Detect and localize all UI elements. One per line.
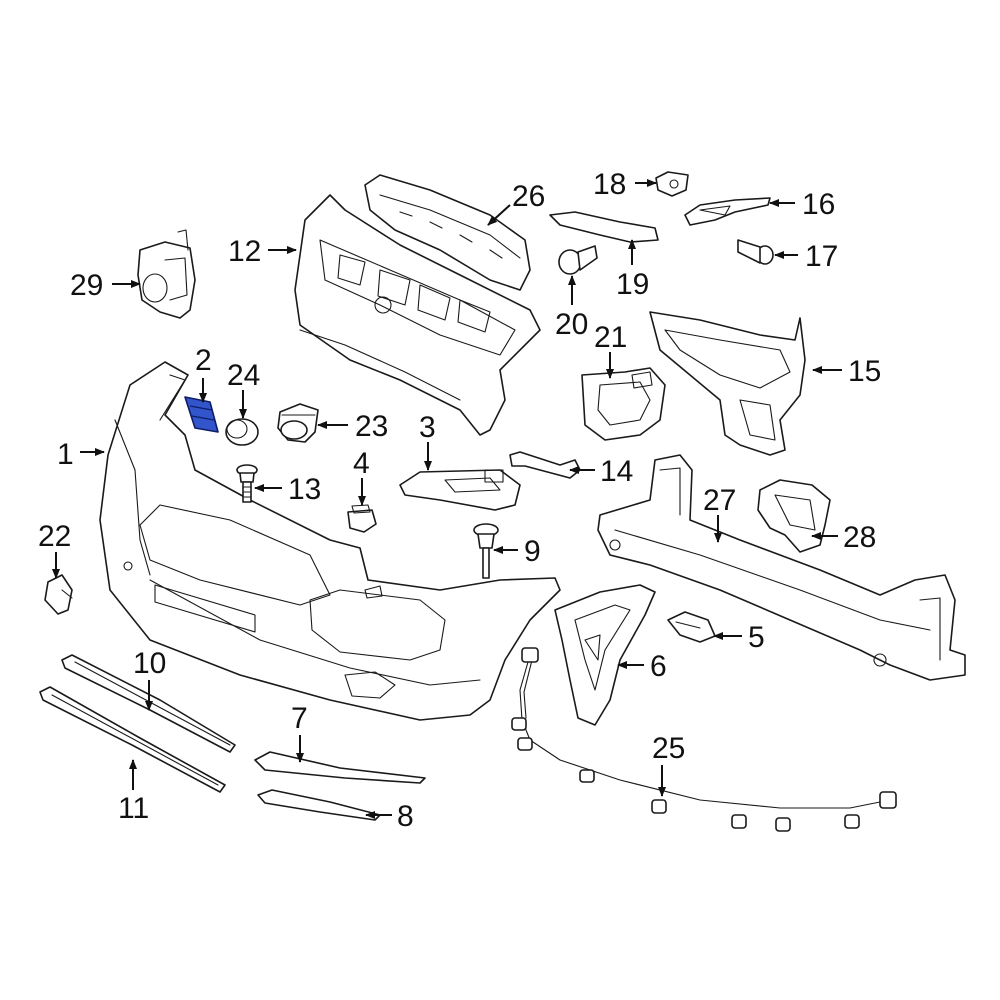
impact-bar-part[interactable] [597,454,966,681]
callout-7[interactable]: 7 [291,702,308,735]
grille-strip-lower-part[interactable] [39,686,226,793]
callout-24[interactable]: 24 [227,359,260,392]
callout-4[interactable]: 4 [353,447,370,480]
callout-5[interactable]: 5 [748,621,765,654]
callout-16[interactable]: 16 [802,188,835,221]
nut-clip-part[interactable] [655,171,689,197]
callout-25[interactable]: 25 [652,732,685,765]
callout-8[interactable]: 8 [397,800,414,833]
grille-frame-part[interactable] [294,194,541,436]
callout-11[interactable]: 11 [118,792,149,825]
callout-3[interactable]: 3 [419,411,436,444]
leader-26 [487,204,511,226]
clip-part[interactable] [347,504,377,533]
callout-20[interactable]: 20 [555,308,588,341]
air-guide-part[interactable] [581,367,666,441]
sensor-cap-part[interactable] [225,418,259,446]
bolt-part[interactable] [236,464,258,503]
callout-15[interactable]: 15 [848,355,881,388]
callout-26[interactable]: 26 [512,180,545,213]
side-bracket-part[interactable] [554,584,656,726]
trim-strip-upper-part[interactable] [254,751,426,784]
callout-9[interactable]: 9 [524,535,541,568]
callout-28[interactable]: 28 [843,521,876,554]
callout-27[interactable]: 27 [703,484,736,517]
callout-14[interactable]: 14 [600,455,633,488]
callout-22[interactable]: 22 [38,520,71,553]
callout-13[interactable]: 13 [288,473,321,506]
callout-19[interactable]: 19 [616,268,649,301]
mount-bracket-part[interactable] [399,469,521,511]
reinforcement-strip-part[interactable] [509,451,581,479]
tow-hook-cover-part[interactable] [667,611,716,643]
callout-23[interactable]: 23 [355,410,388,443]
upper-reinforcement-part[interactable] [364,174,531,291]
support-bracket-part[interactable] [549,211,659,243]
parking-sensor-part[interactable] [277,403,319,443]
license-bracket-highlighted-part[interactable] [184,396,219,433]
sensor-housing-part[interactable] [137,229,196,319]
wiring-harness-part[interactable] [511,647,897,832]
upper-bracket-part[interactable] [684,197,771,226]
side-mount-part[interactable] [757,479,831,553]
callout-1[interactable]: 1 [57,438,74,471]
callout-2[interactable]: 2 [195,344,212,377]
callout-18[interactable]: 18 [593,168,626,201]
mounting-screw-part[interactable] [558,245,598,275]
callout-29[interactable]: 29 [70,269,103,302]
callout-21[interactable]: 21 [594,321,627,354]
push-pin-part[interactable] [473,523,499,579]
callout-12[interactable]: 12 [228,235,261,268]
callout-17[interactable]: 17 [805,240,838,273]
trim-strip-lower-part[interactable] [257,789,381,821]
callout-6[interactable]: 6 [650,650,667,683]
cap-part[interactable] [44,574,73,615]
bumper-cover-part[interactable] [99,361,561,721]
air-duct-part[interactable] [649,311,806,456]
screw-part[interactable] [737,239,774,265]
callout-10[interactable]: 10 [133,647,166,680]
